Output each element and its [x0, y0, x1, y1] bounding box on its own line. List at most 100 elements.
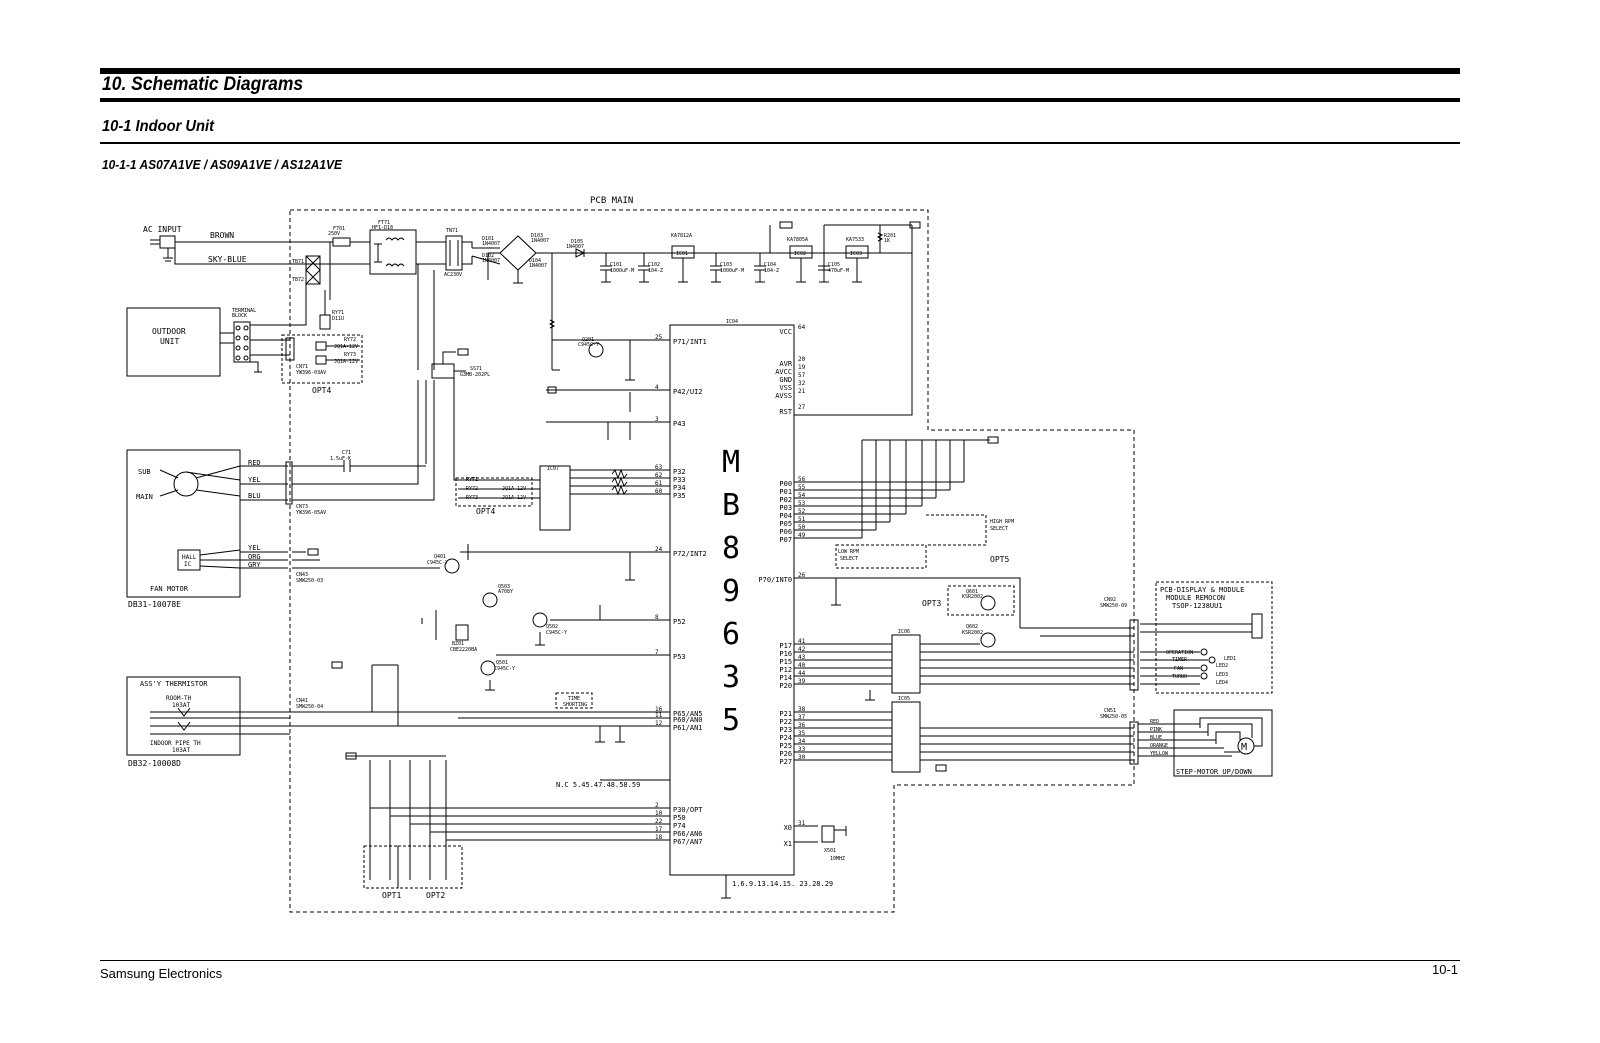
- pin-label-right: P07: [779, 536, 792, 544]
- pin-number-left: 10: [655, 810, 663, 817]
- svg-text:1N4007: 1N4007: [482, 241, 500, 247]
- svg-text:HF1-D18: HF1-D18: [372, 225, 393, 231]
- svg-text:D11U: D11U: [332, 316, 344, 322]
- pin-label-right: P06: [779, 528, 792, 536]
- svg-text:YW396-05AV: YW396-05AV: [296, 510, 326, 516]
- svg-text:KSR2002: KSR2002: [962, 594, 983, 600]
- svg-text:JQ1A-12V: JQ1A-12V: [334, 359, 358, 365]
- svg-text:1N4007: 1N4007: [482, 258, 500, 264]
- svg-text:F701: F701: [333, 226, 345, 232]
- svg-text:CBE2220BA: CBE2220BA: [450, 647, 477, 653]
- pin-number-right: 31: [798, 820, 806, 827]
- svg-text:250V: 250V: [328, 231, 340, 237]
- svg-text:1N4007: 1N4007: [531, 238, 549, 244]
- nc-label: N.C 5.45.47.48.58.59: [556, 781, 640, 789]
- svg-text:TURBO: TURBO: [1172, 674, 1187, 680]
- pin-number-left: 18: [655, 834, 663, 841]
- pin-number-right: 39: [798, 678, 806, 685]
- svg-text:BLOCK: BLOCK: [232, 313, 247, 319]
- pin-number-left: 24: [655, 546, 663, 553]
- footer-company: Samsung Electronics: [100, 966, 223, 981]
- footer-rule: [100, 960, 1460, 961]
- step-motor-box: [1173, 709, 1273, 777]
- fan-motor-box: [126, 449, 241, 598]
- gnd-pins-label: 1.6.9.13.14.15. 23.28.29: [732, 880, 833, 888]
- step-wire-label: BLUE: [1150, 735, 1162, 741]
- svg-text:KA7533: KA7533: [846, 237, 864, 243]
- pin-number-right: 27: [798, 404, 806, 411]
- section-title: 10. Schematic Diagrams: [102, 74, 304, 95]
- svg-text:Q503: Q503: [498, 584, 510, 590]
- svg-text:BZ01: BZ01: [452, 641, 464, 647]
- svg-text:Q601: Q601: [966, 589, 978, 595]
- svg-text:OPT5: OPT5: [990, 555, 1009, 564]
- pin-number-left: 62: [655, 472, 663, 479]
- step-wire-label: YELLOW: [1150, 751, 1169, 757]
- svg-text:1.5uF-K: 1.5uF-K: [330, 456, 351, 462]
- mcu-ic04: [669, 324, 795, 876]
- svg-text:TSOP-1238UU1: TSOP-1238UU1: [1172, 602, 1223, 610]
- svg-text:LOW RPM: LOW RPM: [838, 549, 859, 555]
- pin-number-right: 33: [798, 746, 806, 753]
- svg-text:SELECT: SELECT: [990, 526, 1008, 532]
- pin-label-left: P32: [673, 468, 686, 476]
- svg-text:UNIT: UNIT: [160, 337, 179, 346]
- svg-text:CN92: CN92: [1104, 597, 1116, 603]
- model-title: 10-1-1 AS07A1VE / AS09A1VE / AS12A1VE: [102, 157, 342, 172]
- pcb-main-label: PCB MAIN: [590, 196, 633, 206]
- svg-text:FT71: FT71: [378, 220, 390, 226]
- step-wire-label: PINK: [1150, 727, 1162, 733]
- pin-number-right: 36: [798, 722, 806, 729]
- svg-text:OPT2: OPT2: [426, 891, 445, 900]
- svg-text:M: M: [1241, 742, 1247, 753]
- svg-text:LED1: LED1: [1224, 656, 1236, 662]
- svg-text:DB32-10008D: DB32-10008D: [128, 759, 181, 768]
- svg-text:OPT4: OPT4: [312, 386, 331, 395]
- pin-label-right: GND: [779, 376, 792, 384]
- svg-text:C101: C101: [610, 262, 622, 268]
- svg-text:OPT3: OPT3: [922, 599, 941, 608]
- outdoor-unit-box: [126, 307, 221, 377]
- pin-number-left: 61: [655, 480, 663, 487]
- svg-text:TB71: TB71: [292, 259, 304, 265]
- pin-label-left: P65/AN5: [673, 710, 703, 718]
- svg-text:IC01: IC01: [676, 251, 688, 257]
- pin-number-right: 49: [798, 532, 806, 539]
- svg-text:RY73: RY73: [466, 495, 478, 501]
- footer-page-number: 10-1: [1432, 962, 1459, 977]
- svg-text:CN51: CN51: [1104, 708, 1116, 714]
- mcu-pins-right: VCC64AVR20AVCC19GND57VSS32AVSS21RST27P00…: [758, 324, 805, 848]
- pin-label-left: P67/AN7: [673, 838, 703, 846]
- svg-text:C71: C71: [342, 450, 351, 456]
- svg-text:CN43: CN43: [296, 572, 308, 578]
- pin-label-left: P30/OPT: [673, 806, 703, 814]
- svg-text:X501: X501: [824, 848, 836, 854]
- svg-text:IC: IC: [184, 561, 192, 568]
- svg-text:IC03: IC03: [850, 251, 862, 257]
- svg-text:C945C-Y: C945C-Y: [546, 630, 567, 636]
- svg-text:104-Z: 104-Z: [764, 268, 779, 274]
- svg-text:104-Z: 104-Z: [648, 268, 663, 274]
- pin-number-left: 11: [655, 712, 663, 719]
- wire-brown-label: BROWN: [210, 231, 234, 240]
- pin-label-left: P50: [673, 814, 686, 822]
- svg-text:Q501: Q501: [496, 660, 508, 666]
- pin-label-left: P61/AN1: [673, 724, 703, 732]
- section-rule: [100, 98, 1460, 102]
- svg-text:D101: D101: [482, 236, 494, 242]
- pin-label-right: RST: [779, 408, 792, 416]
- pin-label-left: P72/INT2: [673, 550, 707, 558]
- pin-label-right: P26: [779, 750, 792, 758]
- mcu-letter: 8: [722, 531, 740, 566]
- svg-text:CN71: CN71: [296, 364, 308, 370]
- pin-number-right: 50: [798, 524, 806, 531]
- ac-input-label: AC INPUT: [143, 225, 182, 234]
- pin-label-right: AVSS: [775, 392, 792, 400]
- pin-number-right: 51: [798, 516, 806, 523]
- mcu-letter: M: [722, 445, 740, 480]
- svg-text:1000uF-M: 1000uF-M: [720, 268, 744, 274]
- pin-label-right: P21: [779, 710, 792, 718]
- svg-text:SUB: SUB: [138, 468, 151, 476]
- pin-label-right: AVR: [779, 360, 792, 368]
- wire-skyblue-label: SKY-BLUE: [208, 255, 247, 264]
